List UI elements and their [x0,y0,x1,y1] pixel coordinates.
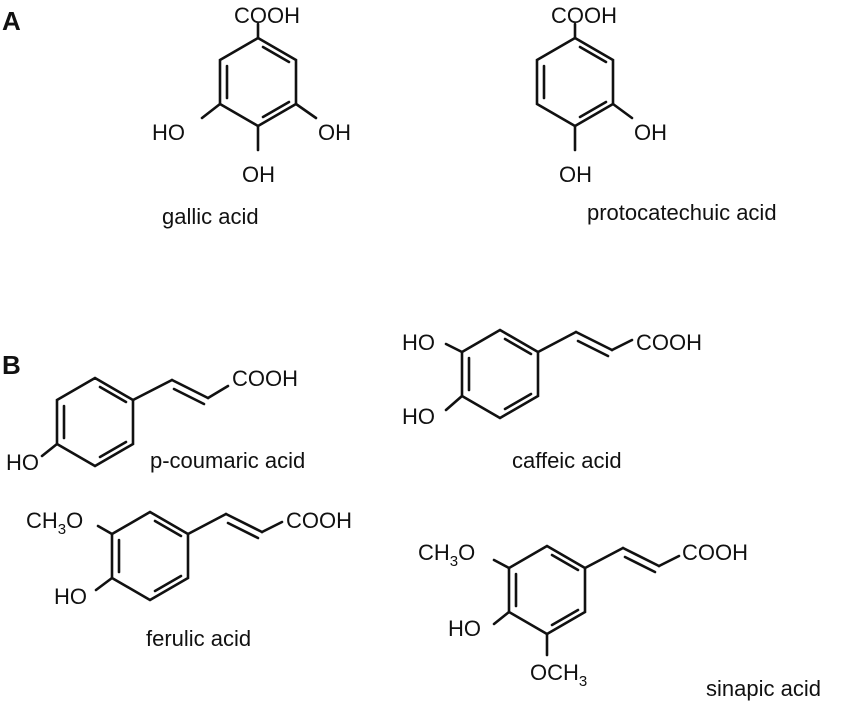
gallic-acid-name: gallic acid [162,204,259,229]
ferulic-acid-double-bond [153,519,183,538]
ferulic-acid-name: ferulic acid [146,626,251,651]
sinapic-acid-double-bond [550,608,580,627]
sinapic-acid-methoxy-top-o: O [458,540,475,565]
sinapic-acid-structure: COOH CH3O HO OCH3 sinapic acid [418,540,821,701]
protocatechuic-acid-double-bond [578,45,608,64]
gallic-acid-oh-label: OH [318,120,351,145]
p-coumaric-acid-bonds [40,376,230,468]
gallic-acid-double-bond [261,45,291,64]
sinapic-acid-ho-label: HO [448,616,481,641]
p-coumaric-acid-double-bond [98,385,128,404]
gallic-acid-bonds [200,22,318,152]
sinapic-acid-methoxy-top-label: CH3O [418,540,475,570]
sinapic-acid-methoxy-top-subscript: 3 [450,553,458,570]
ferulic-acid-ho-bond [94,576,114,592]
gallic-acid-oh-bond [294,102,318,120]
sinapic-acid-methoxy-bottom-subscript: 3 [579,673,587,690]
sinapic-acid-double-bond [623,555,657,574]
gallic-acid-ho-label: HO [152,120,185,145]
caffeic-acid-cooh-label: COOH [636,330,702,355]
ferulic-acid-methoxy-o: O [66,508,83,533]
caffeic-acid-double-bond [503,337,533,356]
p-coumaric-acid-double-bond [98,440,128,459]
ferulic-acid-methoxy-subscript: 3 [58,521,66,538]
protocatechuic-acid-double-bond [578,100,608,119]
ferulic-acid-methoxy-label: CH3O [26,508,83,538]
panel-label-b: B [2,350,21,380]
gallic-acid-cooh-label: COOH [234,3,300,28]
gallic-acid-oh-label: OH [242,162,275,187]
ferulic-acid-ring [110,510,190,602]
protocatechuic-acid-bonds [535,22,634,152]
gallic-acid-double-bond [261,100,291,119]
gallic-acid-ring [218,36,298,128]
caffeic-acid-double-bond [503,392,533,411]
protocatechuic-acid-name: protocatechuic acid [587,200,777,225]
p-coumaric-acid-name: p-coumaric acid [150,448,305,473]
p-coumaric-acid-vinyl-bond [206,384,230,400]
caffeic-acid-ho-label: HO [402,404,435,429]
caffeic-acid-ring [460,328,540,420]
p-coumaric-acid-vinyl-bond [170,378,210,400]
gallic-acid-structure: COOH HO OH OH gallic acid [152,3,351,229]
protocatechuic-acid-oh-label: OH [634,120,667,145]
caffeic-acid-name: caffeic acid [512,448,622,473]
ferulic-acid-double-bond [226,521,260,540]
caffeic-acid-ho-bond [444,394,464,412]
sinapic-acid-vinyl-bond [621,546,661,568]
ferulic-acid-methoxy-bond [96,524,114,536]
ferulic-acid-double-bond [153,574,183,593]
protocatechuic-acid-oh-label: OH [559,162,592,187]
sinapic-acid-methoxy-bottom-och: OCH [530,660,579,685]
caffeic-acid-bonds [444,328,634,420]
sinapic-acid-vinyl-bond [583,546,625,570]
protocatechuic-acid-cooh-label: COOH [551,3,617,28]
sinapic-acid-methoxy-top-ch: CH [418,540,450,565]
ferulic-acid-vinyl-bond [224,512,264,534]
p-coumaric-acid-vinyl-bond [131,378,174,402]
sinapic-acid-name: sinapic acid [706,676,821,701]
ferulic-acid-vinyl-bond [186,512,228,536]
p-coumaric-acid-ho-label: HO [6,450,39,475]
p-coumaric-acid-cooh-label: COOH [232,366,298,391]
p-coumaric-acid-ho-bond [40,442,59,458]
ferulic-acid-bonds [94,510,284,602]
sinapic-acid-double-bond [550,553,580,572]
sinapic-acid-methoxy-bottom-label: OCH3 [530,660,587,690]
sinapic-acid-ring [507,544,587,636]
sinapic-acid-bonds [492,544,681,657]
caffeic-acid-structure: COOH HO HO caffeic acid [402,328,702,473]
caffeic-acid-vinyl-bond [574,330,614,352]
caffeic-acid-double-bond [576,339,610,358]
p-coumaric-acid-ring [55,376,135,468]
sinapic-acid-cooh-label: COOH [682,540,748,565]
caffeic-acid-ho-label: HO [402,330,435,355]
p-coumaric-acid-structure: COOH HO p-coumaric acid [6,366,305,475]
caffeic-acid-ho-bond [444,342,464,354]
ferulic-acid-ho-label: HO [54,584,87,609]
protocatechuic-acid-oh-bond [611,102,634,120]
sinapic-acid-methoxy-bond [492,558,511,570]
protocatechuic-acid-structure: COOH OH OH protocatechuic acid [535,3,777,225]
ferulic-acid-vinyl-bond [260,520,284,534]
p-coumaric-acid-double-bond [172,387,206,406]
gallic-acid-ho-bond [200,102,222,120]
sinapic-acid-ho-bond [492,610,511,626]
ferulic-acid-cooh-label: COOH [286,508,352,533]
protocatechuic-acid-ring [535,36,615,128]
sinapic-acid-vinyl-bond [657,554,681,568]
ferulic-acid-structure: COOH CH3O HO ferulic acid [26,508,352,651]
ferulic-acid-methoxy-ch: CH [26,508,58,533]
panel-label-a: A [2,6,21,36]
caffeic-acid-vinyl-bond [610,338,634,352]
caffeic-acid-vinyl-bond [536,330,578,354]
